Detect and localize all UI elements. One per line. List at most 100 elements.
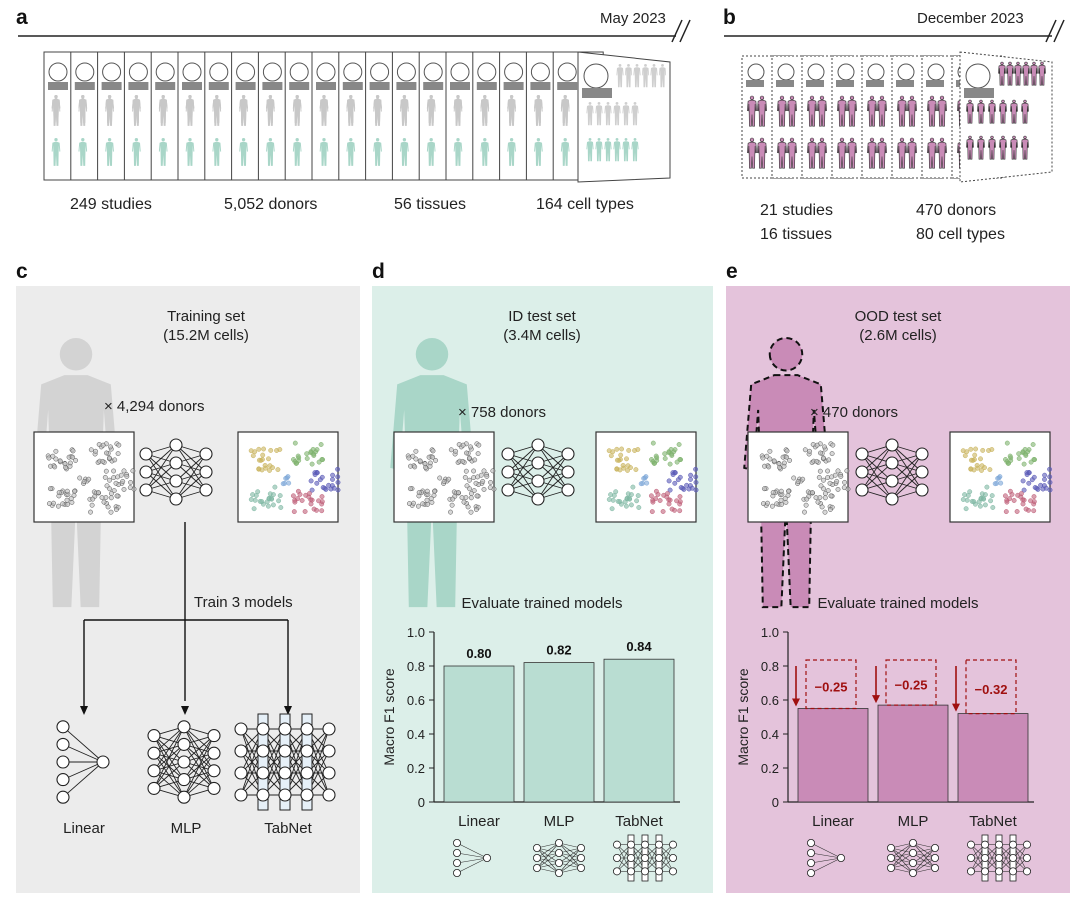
person-icon [185,98,195,126]
neuron-node [96,755,110,769]
person-icon [1022,61,1030,86]
ood-donors: × 470 donors [810,404,898,421]
neuron-node [147,746,161,760]
tabnet-block [301,713,313,811]
study-cards-a [43,51,671,183]
id-subtitle: (3.4M cells) [503,327,581,344]
y-tick-label: 0.4 [407,727,425,742]
person-icon [400,98,409,126]
person-icon [977,135,985,160]
stat-donors-b: 470 donors [916,202,997,219]
neuron-node [322,722,336,736]
panel-a-timeline [18,19,691,183]
person-icon [507,98,516,126]
neuron-node [169,456,183,470]
neuron-node [234,722,248,736]
neuron-node [278,766,292,780]
training-diagram [33,337,341,811]
person-icon [426,98,436,126]
panel-a-label: a [16,6,28,29]
bar [603,658,675,803]
person-icon [1014,61,1022,86]
y-tick-label: 1.0 [761,625,779,640]
stat-donors-a: 5,052 donors [224,196,318,213]
person-icon [613,138,621,162]
neuron-node [885,456,899,470]
person-icon [534,98,543,126]
person-icon [1030,61,1038,86]
person-icon [373,137,382,166]
neuron-node [256,788,270,802]
x-tick-label: TabNet [615,813,663,830]
panel-c-label: c [16,260,28,283]
person-icon [896,95,908,127]
umap-labeled-icon [949,431,1053,523]
neuron-node [169,438,183,452]
neuron-node [234,766,248,780]
neuron-node [177,790,191,804]
person-icon [158,137,168,166]
person-icon [266,138,275,166]
person-icon [51,137,61,166]
y-axis-label: Macro F1 score [735,668,751,765]
stat-celltypes-a: 164 cell types [536,196,634,213]
bar [957,713,1029,803]
person-icon [604,102,612,126]
person-icon [346,137,356,166]
neuron-node [199,465,213,479]
neuron-node [501,465,515,479]
drop-arrowhead [792,698,800,707]
person-icon [1038,61,1046,86]
person-icon [373,97,382,126]
model-label-mlp: MLP [170,820,202,837]
y-tick-label: 0.4 [761,727,779,742]
neuron-node [531,456,545,470]
neuron-node [234,744,248,758]
id-donors: × 758 donors [458,404,546,421]
y-tick-label: 0.2 [407,761,425,776]
drop-box [965,659,1017,715]
panel-c-training: Training set (15.2M cells) × 4,294 donor… [16,286,360,893]
person-icon [624,64,633,88]
person-icon [966,99,974,124]
person-icon [846,95,858,127]
person-icon [999,135,1007,160]
training-subtitle: (15.2M cells) [163,327,249,344]
y-tick-label: 0 [418,795,425,810]
person-icon [560,137,570,166]
person-icon [319,97,329,126]
person-icon [586,102,594,126]
panel-b-timeline [724,19,1065,183]
ood-title: OOD test set [854,308,942,325]
study-cards-b [741,51,1053,183]
person-icon [633,63,641,88]
person-icon [906,95,918,127]
person-icon [453,138,463,166]
neuron-node [915,465,929,479]
bar [877,704,949,803]
data-label: 0.82 [546,643,571,658]
drop-label: −0.25 [815,679,848,694]
mlp-model-icon [533,839,586,877]
umap-unlabeled-icon [33,431,137,523]
bar [523,662,595,803]
person-icon [426,138,436,166]
drop-box [805,659,857,710]
y-tick-label: 0 [772,795,779,810]
neuron-node [256,744,270,758]
x-tick-label: MLP [898,813,929,830]
neuron-node [177,773,191,787]
person-icon [622,102,630,126]
neuron-node [207,781,221,795]
neuron-node [278,722,292,736]
neuron-node [177,737,191,751]
person-icon [51,97,61,126]
x-tick-label: MLP [544,813,575,830]
person-icon [988,99,996,124]
neuron-node [885,492,899,506]
tabnet-block [279,713,291,811]
x-tick-label: Linear [458,813,500,830]
